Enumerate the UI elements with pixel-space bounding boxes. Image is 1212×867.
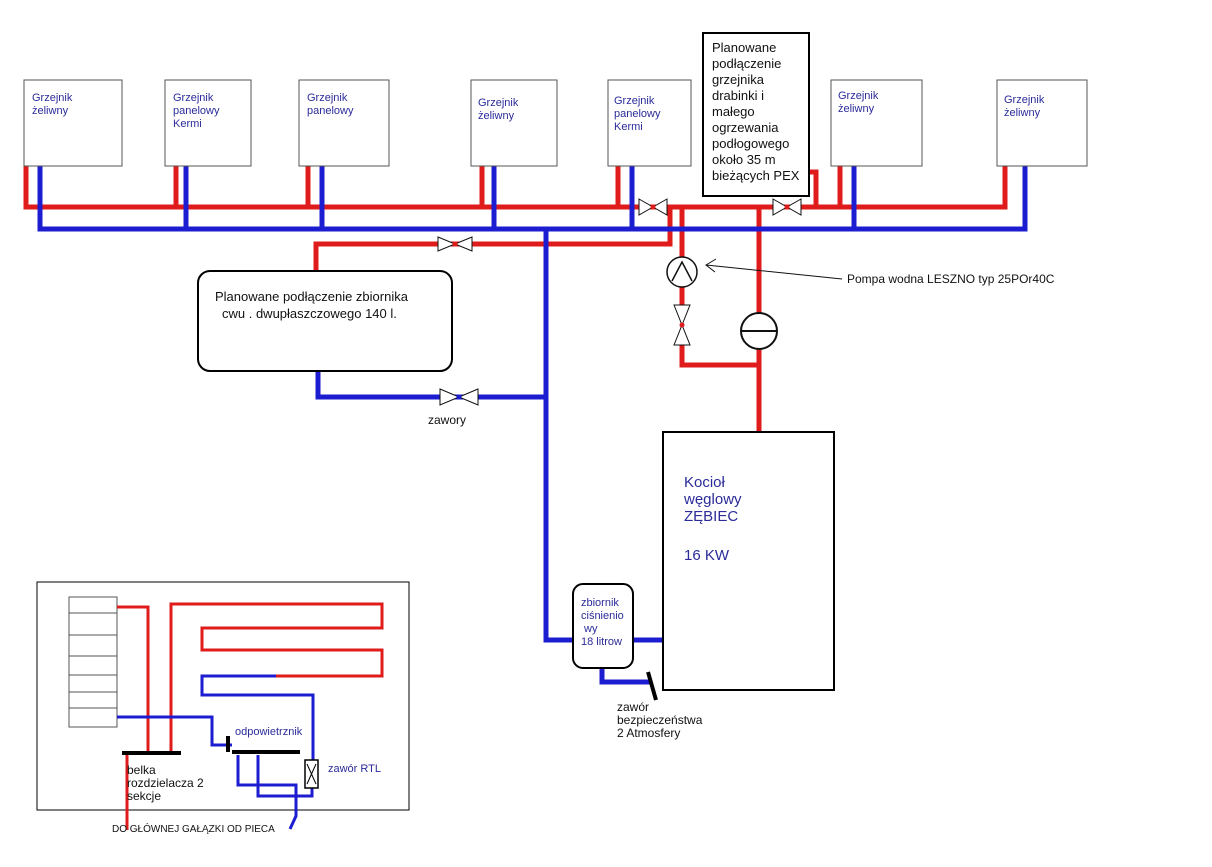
radiator-2 bbox=[164, 79, 252, 167]
ladder-note-line-1: Planowane bbox=[712, 40, 776, 55]
valve-tank-supply bbox=[437, 236, 473, 252]
radiator-4 bbox=[470, 79, 558, 167]
ladder-note-line-3: grzejnika bbox=[712, 72, 765, 87]
boiler-power: 16 KW bbox=[684, 547, 730, 564]
radiator-7-line-1: Grzejnik bbox=[1004, 94, 1045, 106]
radiator-2-line-2: panelowy bbox=[173, 105, 220, 117]
valve-supply-right bbox=[772, 198, 802, 216]
radiator-3-line-1: Grzejnik bbox=[307, 92, 348, 104]
valves bbox=[437, 198, 802, 406]
safety-valve-line-3: 2 Atmosfery bbox=[617, 726, 680, 740]
radiator-6-line-1: Grzejnik bbox=[838, 90, 879, 102]
exp-tank-line-3: wy bbox=[583, 623, 598, 635]
inset-supply-pipes bbox=[117, 602, 384, 830]
main-branch-label: DO GŁÓWNEJ GAŁĄZKI OD PIECA bbox=[112, 822, 275, 835]
expansion-tank-label: zbiornik ciśnienio wy 18 litrow bbox=[581, 597, 627, 648]
radiator-5-line-1: Grzejnik bbox=[614, 95, 655, 107]
ladder-note-line-9: bieżących PEX bbox=[712, 168, 800, 183]
radiator-7 bbox=[996, 79, 1088, 167]
safety-valve-line-1: zawór bbox=[617, 700, 649, 714]
inset-manifolds bbox=[122, 736, 300, 755]
water-pump bbox=[666, 256, 698, 288]
ladder-note-line-5: małego bbox=[712, 104, 755, 119]
tank-note: Planowane podłączenie zbiornika cwu . dw… bbox=[215, 289, 412, 321]
radiator-2-line-1: Grzejnik bbox=[173, 92, 214, 104]
safety-valve-icon bbox=[646, 671, 658, 701]
radiator-1 bbox=[23, 79, 123, 167]
ladder-note-line-8: około 35 m bbox=[712, 152, 776, 167]
ladder-note-line-6: ogrzewania bbox=[712, 120, 779, 135]
radiator-5-line-3: Kermi bbox=[614, 121, 643, 133]
planned-ladder-note: Planowane podłączenie grzejnika drabinki… bbox=[712, 40, 800, 183]
expansion-tank bbox=[572, 583, 634, 669]
ladder-note-line-2: podłączenie bbox=[712, 56, 781, 71]
radiator-7-line-2: żeliwny bbox=[1004, 107, 1041, 119]
radiator-4-line-1: Grzejnik bbox=[478, 97, 519, 109]
exp-tank-line-4: 18 litrow bbox=[581, 636, 622, 648]
radiator-3 bbox=[298, 79, 390, 167]
valve-pump-vertical bbox=[673, 304, 691, 346]
tank-note-line-2: cwu . dwupłaszczowego 140 l. bbox=[222, 306, 397, 321]
exp-tank-line-2: ciśnienio bbox=[581, 610, 624, 622]
radiator-1-line-2: żeliwny bbox=[32, 105, 69, 117]
manifold-line-3: sekcje bbox=[127, 789, 161, 803]
safety-valve-label: zawór bezpieczeństwa 2 Atmosfery bbox=[617, 700, 706, 740]
radiator-1-line-1: Grzejnik bbox=[32, 92, 73, 104]
exp-tank-line-1: zbiornik bbox=[581, 597, 619, 609]
pump-pointer-arrow bbox=[705, 258, 843, 280]
radiator-5-line-2: panelowy bbox=[614, 108, 661, 120]
rtl-valve-icon bbox=[304, 759, 319, 789]
radiator-4-line-2: żeliwny bbox=[478, 110, 515, 122]
radiator-6 bbox=[830, 79, 923, 167]
manifold-line-1: belka bbox=[127, 763, 156, 777]
vent-label: odpowietrznik bbox=[235, 726, 303, 738]
return-pipes bbox=[37, 164, 1028, 685]
valve-tank-return bbox=[439, 388, 479, 406]
planned-ladder-note-box bbox=[702, 32, 810, 197]
flow-meter-icon bbox=[740, 312, 778, 350]
boiler-line-1: Kocioł bbox=[684, 474, 726, 491]
rtl-valve-label: zawór RTL bbox=[328, 763, 381, 775]
boiler-line-3: ZĘBIEC bbox=[684, 508, 738, 525]
supply-pipes bbox=[23, 164, 1008, 436]
boiler-label: Kocioł węglowy ZĘBIEC bbox=[683, 474, 746, 525]
radiator-6-line-2: żeliwny bbox=[838, 103, 875, 115]
ladder-note-line-4: drabinki i bbox=[712, 88, 764, 103]
valve-supply-left bbox=[638, 198, 668, 216]
inset-ladder-radiator bbox=[68, 596, 118, 728]
radiator-5 bbox=[607, 79, 692, 167]
safety-valve-line-2: bezpieczeństwa bbox=[617, 713, 703, 727]
manifold-line-2: rozdzielacza 2 bbox=[127, 776, 204, 790]
boiler-line-2: węglowy bbox=[683, 491, 742, 508]
boiler bbox=[662, 431, 835, 691]
pump-label: Pompa wodna LESZNO typ 25POr40C bbox=[847, 272, 1055, 286]
valves-label: zawory bbox=[428, 413, 466, 427]
radiator-3-line-2: panelowy bbox=[307, 105, 354, 117]
inset-return-pipes bbox=[117, 674, 315, 830]
ladder-note-line-7: podłogowego bbox=[712, 136, 789, 151]
tank-note-box bbox=[197, 270, 453, 372]
radiator-2-line-3: Kermi bbox=[173, 118, 202, 130]
manifold-label: belka rozdzielacza 2 sekcje bbox=[127, 763, 207, 803]
tank-note-line-1: Planowane podłączenie zbiornika bbox=[215, 289, 409, 304]
radiators bbox=[23, 79, 1088, 167]
